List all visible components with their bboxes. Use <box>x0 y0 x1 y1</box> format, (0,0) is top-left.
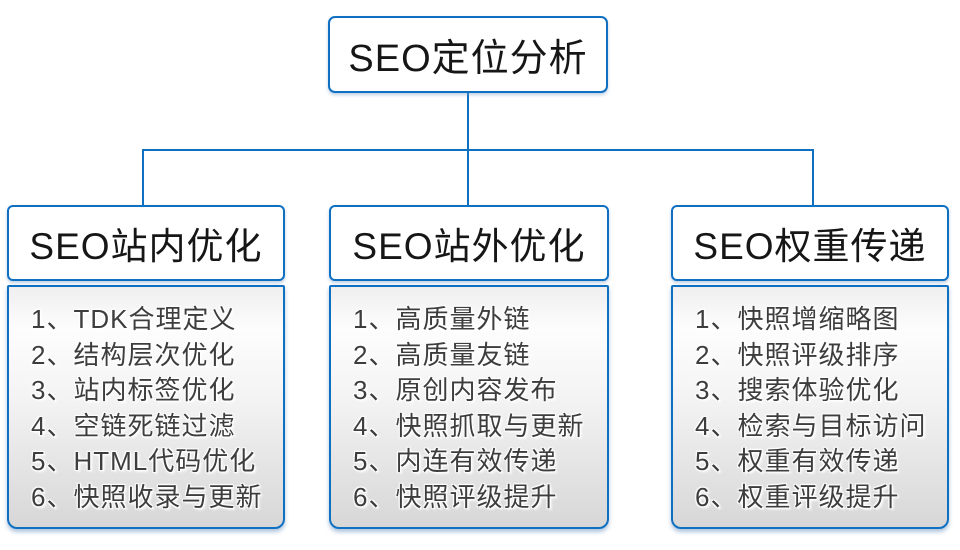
list-item: 2、高质量友链 <box>353 339 531 370</box>
root-node-label: SEO定位分析 <box>348 38 588 80</box>
branch-header-onsite: SEO站内优化 <box>7 205 285 281</box>
branch-list-offsite: 1、高质量外链 2、高质量友链 3、原创内容发布 4、快照抓取与更新 5、内连有… <box>329 285 609 529</box>
list-item: 1、快照增缩略图 <box>695 304 900 334</box>
root-node: SEO定位分析 <box>328 16 608 93</box>
branch-header-offsite: SEO站外优化 <box>329 205 609 281</box>
list-item: 4、检索与目标访问 <box>695 410 927 441</box>
list-item: 4、快照抓取与更新 <box>353 410 585 441</box>
list-item: 2、结构层次优化 <box>31 339 236 370</box>
list-item: 2、快照评级排序 <box>695 339 900 370</box>
list-item: 6、权重评级提升 <box>695 481 900 512</box>
list-item: 1、TDK合理定义 <box>31 304 237 334</box>
branch-header-label: SEO权重传递 <box>693 226 927 267</box>
list-item: 5、HTML代码优化 <box>31 446 257 476</box>
connector-drop-right <box>812 149 814 205</box>
list-item: 3、原创内容发布 <box>353 375 558 405</box>
branch-header-label: SEO站外优化 <box>352 226 586 267</box>
list-item: 4、空链死链过滤 <box>31 410 236 441</box>
list-item: 3、站内标签优化 <box>31 375 236 405</box>
list-item: 5、权重有效传递 <box>695 446 900 476</box>
connector-drop-left <box>142 149 144 205</box>
connector-root-stem <box>467 93 469 150</box>
branch-header-label: SEO站内优化 <box>29 226 263 267</box>
list-item: 6、快照收录与更新 <box>31 481 263 512</box>
list-item: 1、高质量外链 <box>353 304 531 334</box>
branch-list-weight: 1、快照增缩略图 2、快照评级排序 3、搜索体验优化 4、检索与目标访问 5、权… <box>671 285 949 529</box>
list-item: 5、内连有效传递 <box>353 446 558 476</box>
list-item: 6、快照评级提升 <box>353 481 558 512</box>
list-item: 3、搜索体验优化 <box>695 375 900 405</box>
connector-drop-center <box>467 149 469 205</box>
branch-header-weight: SEO权重传递 <box>671 205 949 281</box>
branch-list-onsite: 1、TDK合理定义 2、结构层次优化 3、站内标签优化 4、空链死链过滤 5、H… <box>7 285 285 529</box>
connector-horizontal-bar <box>142 149 814 151</box>
